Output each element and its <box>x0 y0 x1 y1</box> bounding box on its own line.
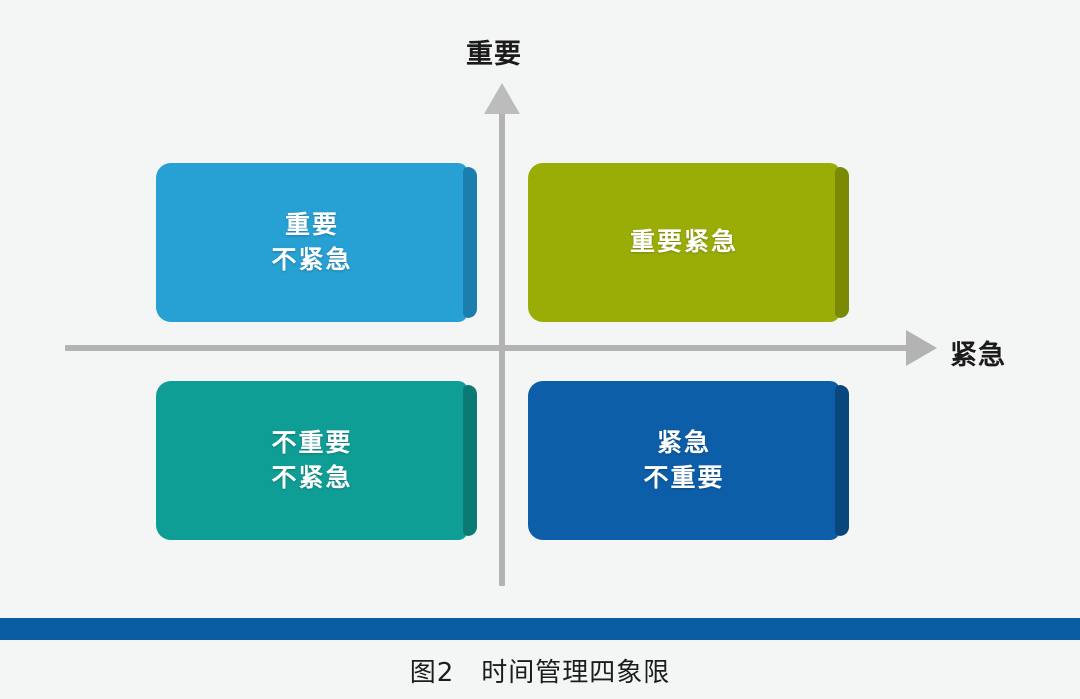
quadrant-3d-edge <box>463 167 477 318</box>
horizontal-axis-line <box>65 345 920 351</box>
footer-divider-bar <box>0 618 1080 640</box>
quadrant-label-line-1: 紧急 <box>656 429 711 457</box>
quadrant-face <box>156 381 468 540</box>
quadrant-important-urgent[interactable]: 重要紧急 <box>528 163 849 322</box>
quadrant-label-line-1: 不重要 <box>271 429 353 457</box>
quadrant-label-line-1: 重要紧急 <box>629 228 738 257</box>
quadrant-label-group: 不重要 不紧急 <box>152 426 473 495</box>
quadrant-label-group: 重要紧急 <box>524 225 845 260</box>
quadrant-urgent-not-important[interactable]: 紧急 不重要 <box>528 381 849 540</box>
quadrant-3d-edge <box>835 167 849 318</box>
quadrant-3d-edge <box>835 385 849 536</box>
quadrant-label-group: 紧急 不重要 <box>524 426 845 495</box>
vertical-axis-arrow-icon <box>484 83 520 114</box>
vertical-axis-label: 重要 <box>466 39 522 69</box>
quadrant-label-line-2: 不紧急 <box>271 245 353 274</box>
quadrant-label-line-2: 不紧急 <box>271 463 353 492</box>
horizontal-axis-label: 紧急 <box>950 340 1006 370</box>
quadrant-label-line-2: 不重要 <box>643 463 725 492</box>
quadrant-not-important-not-urgent[interactable]: 不重要 不紧急 <box>156 381 477 540</box>
quadrant-face <box>528 381 840 540</box>
quadrant-label-group: 重要 不紧急 <box>152 208 473 277</box>
quadrant-important-not-urgent[interactable]: 重要 不紧急 <box>156 163 477 322</box>
quadrant-face <box>528 163 840 322</box>
quadrant-label-line-1: 重要 <box>284 211 339 239</box>
quadrant-face <box>156 163 468 322</box>
figure-caption: 图2 时间管理四象限 <box>409 658 671 688</box>
horizontal-axis-arrow-icon <box>906 330 937 366</box>
quadrant-3d-edge <box>463 385 477 536</box>
